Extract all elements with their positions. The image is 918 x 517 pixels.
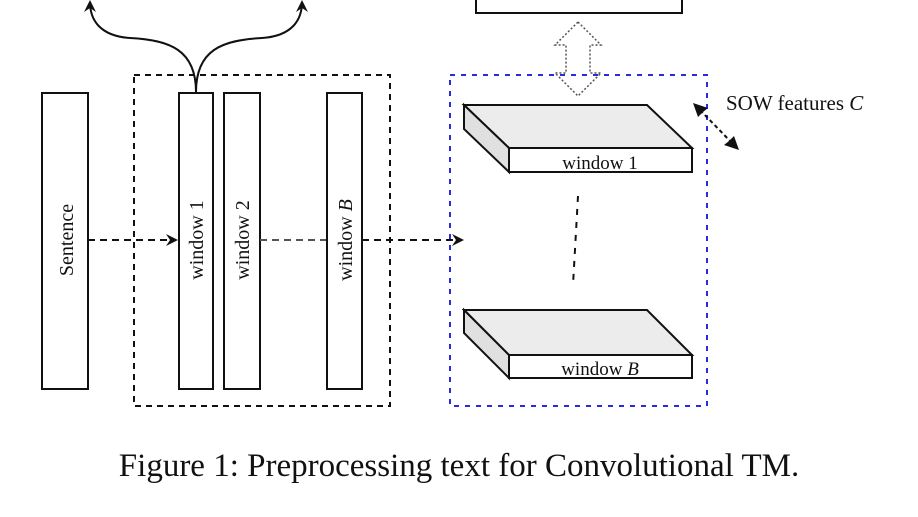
double-arrow-icon (553, 20, 603, 98)
window-1-box (178, 92, 214, 390)
figure-caption: Figure 1: Preprocessing text for Convolu… (118, 448, 800, 484)
slab-window-b: window B (461, 307, 695, 381)
top-output-box (475, 0, 683, 14)
slab-1-label: window 1 (562, 153, 637, 174)
diagram-canvas: Sentence window 1 window 2 window B wind… (41, 0, 864, 407)
slab-window-1: window 1 (461, 102, 695, 175)
curved-arrow-left (84, 0, 197, 93)
window-b-label: window B (335, 199, 357, 281)
sow-group-box (449, 74, 708, 407)
window-b-box (326, 92, 363, 390)
curved-arrow-right (195, 0, 308, 93)
sow-features-arrow (699, 109, 733, 144)
window-1-label: window 1 (186, 200, 208, 279)
window-2-label: window 2 (232, 200, 254, 279)
sow-features-label: SOW features C (726, 91, 864, 115)
sow-arrowhead-bottom (724, 136, 739, 150)
sentence-label: Sentence (56, 204, 78, 276)
slab-ellipsis-line (572, 195, 579, 286)
slab-b-label: window B (561, 359, 639, 380)
window-2-box (223, 92, 261, 390)
sow-arrowhead-top (693, 103, 708, 117)
